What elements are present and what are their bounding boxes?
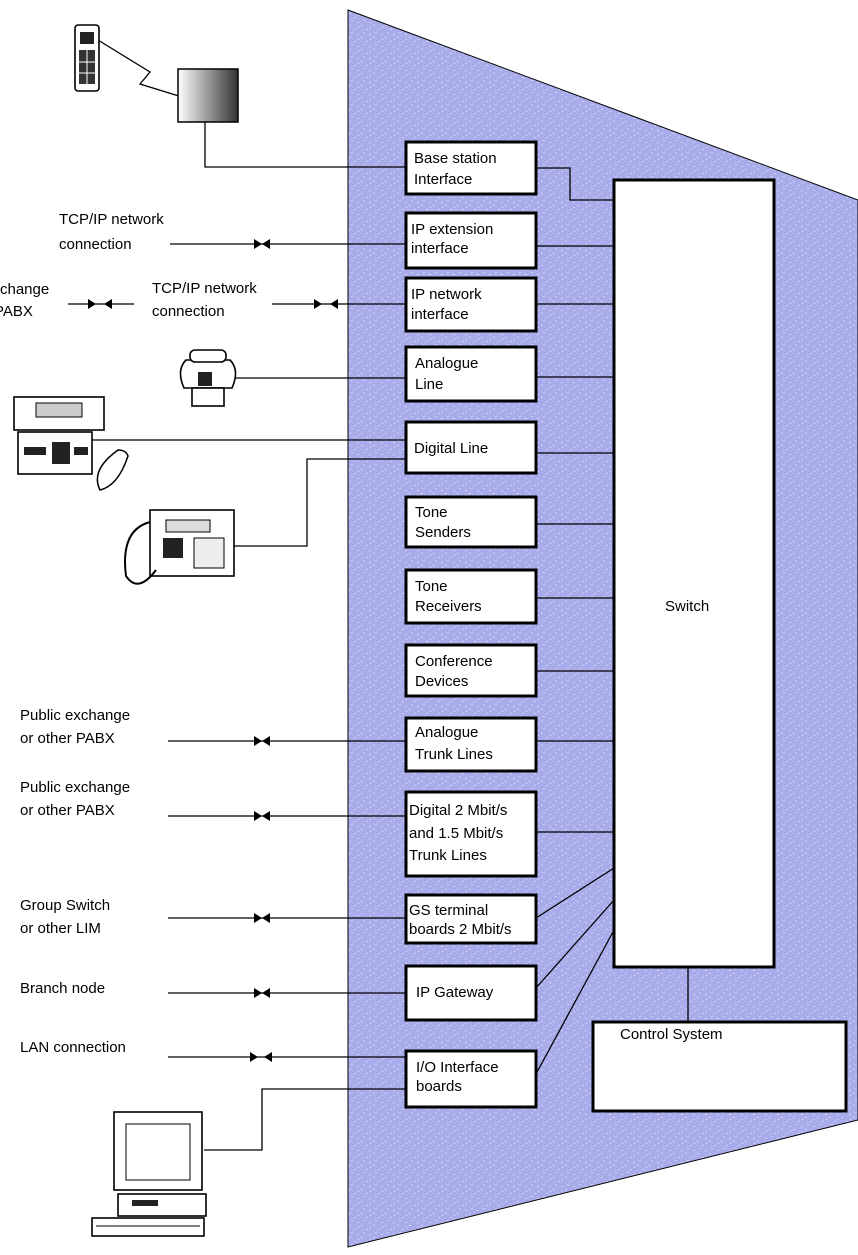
group-switch-label-2: or other LIM xyxy=(20,920,101,937)
tone-senders-label-2: Senders xyxy=(415,524,471,541)
base-station-icon xyxy=(178,69,238,122)
io-interface-label: I/O Interface xyxy=(416,1059,499,1076)
tcpip-ext-label-2: connection xyxy=(59,236,132,253)
gs-terminal-label-2: boards 2 Mbit/s xyxy=(409,921,512,938)
connector-icon xyxy=(254,913,270,923)
mobile-phone-icon xyxy=(75,25,99,91)
computer-terminal-icon xyxy=(92,1112,206,1236)
digital-trunk-label: Digital 2 Mbit/s xyxy=(409,802,507,819)
public-exchange-2-label-2: or other PABX xyxy=(20,802,115,819)
public-exchange-1-label: Public exchange xyxy=(20,707,130,724)
connector-icon xyxy=(254,736,270,746)
public-exchange-2-label: Public exchange xyxy=(20,779,130,796)
digital-trunk-label-3: Trunk Lines xyxy=(409,847,487,864)
digital-trunk-label-2: and 1.5 Mbit/s xyxy=(409,825,503,842)
analogue-trunk-label-2: Trunk Lines xyxy=(415,746,493,763)
connector-icon xyxy=(254,811,270,821)
gs-terminal-label: GS terminal xyxy=(409,902,488,919)
group-switch-label: Group Switch xyxy=(20,897,110,914)
tone-senders-label: Tone xyxy=(415,504,448,521)
ip-network-label: IP network xyxy=(411,286,482,303)
tcpip-net-label: TCP/IP network xyxy=(152,280,257,297)
digital-line-label: Digital Line xyxy=(414,440,488,457)
interface-gs-terminal: GS terminal boards 2 Mbit/s xyxy=(406,895,536,943)
digital-console-icon xyxy=(14,397,128,490)
tone-receivers-label: Tone xyxy=(415,578,448,595)
interface-base-station: Base station Interface xyxy=(406,142,536,194)
interface-analogue-line: Analogue Line xyxy=(406,347,536,401)
interface-digital-trunk: Digital 2 Mbit/s and 1.5 Mbit/s Trunk Li… xyxy=(406,792,536,876)
system-phone-icon xyxy=(125,510,234,584)
analogue-phone-icon xyxy=(180,350,235,406)
interface-digital-line: Digital Line xyxy=(406,422,536,473)
interface-conference: Conference Devices xyxy=(406,645,536,696)
tone-receivers-label-2: Receivers xyxy=(415,598,482,615)
interface-ip-gateway: IP Gateway xyxy=(406,966,536,1020)
ip-network-label-2: interface xyxy=(411,306,469,323)
analogue-trunk-label: Analogue xyxy=(415,724,478,741)
switch-box xyxy=(614,180,774,967)
conference-label-2: Devices xyxy=(415,673,468,690)
analogue-line-label: Analogue xyxy=(415,355,478,372)
interface-ip-extension: IP extension interface xyxy=(406,213,536,268)
ip-gateway-label: IP Gateway xyxy=(416,984,494,1001)
base-station-label: Base station xyxy=(414,150,497,167)
tcpip-ext-label: TCP/IP network xyxy=(59,211,164,228)
interface-ip-network: IP network interface xyxy=(406,278,536,331)
control-system-label: Control System xyxy=(620,1026,723,1043)
base-station-label-2: Interface xyxy=(414,171,472,188)
external-labels: TCP/IP network connection change PABX TC… xyxy=(0,211,257,1056)
ip-extension-label-2: interface xyxy=(411,240,469,257)
public-exchange-1-label-2: or other PABX xyxy=(20,730,115,747)
interface-analogue-trunk: Analogue Trunk Lines xyxy=(406,718,536,771)
branch-node-label: Branch node xyxy=(20,980,105,997)
ip-extension-label: IP extension xyxy=(411,221,493,238)
conference-label: Conference xyxy=(415,653,493,670)
interface-tone-senders: Tone Senders xyxy=(406,497,536,547)
interface-tone-receivers: Tone Receivers xyxy=(406,570,536,623)
connector-icon xyxy=(254,239,270,249)
switch-label: Switch xyxy=(665,598,709,615)
exchange-label: change xyxy=(0,281,49,298)
exchange-label-2: PABX xyxy=(0,303,33,320)
interface-io: I/O Interface boards xyxy=(406,1051,536,1107)
io-interface-label-2: boards xyxy=(416,1078,462,1095)
analogue-line-label-2: Line xyxy=(415,376,443,393)
lan-connection-label: LAN connection xyxy=(20,1039,126,1056)
connector-icon xyxy=(254,988,270,998)
tcpip-net-label-2: connection xyxy=(152,303,225,320)
